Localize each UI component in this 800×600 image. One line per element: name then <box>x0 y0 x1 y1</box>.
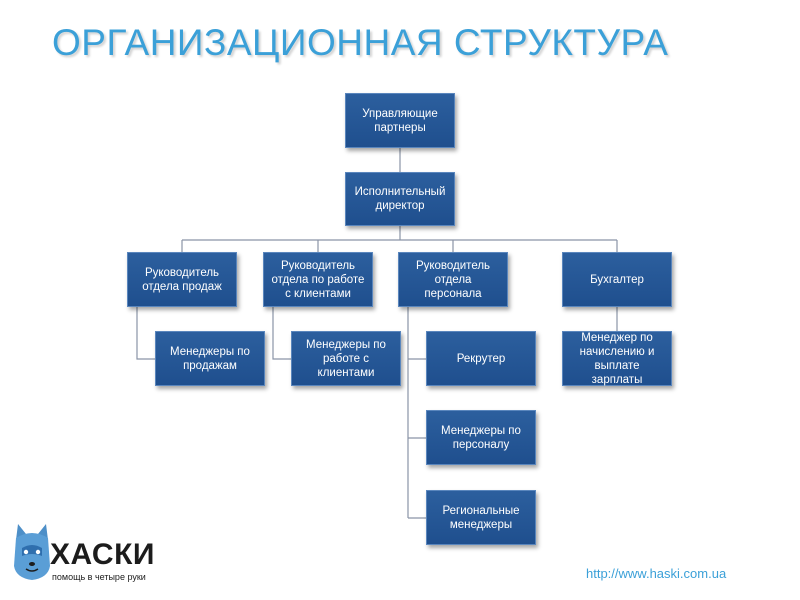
node-payroll-manager: Менеджер по начислению и выплате зарплат… <box>562 331 672 386</box>
node-accountant: Бухгалтер <box>562 252 672 307</box>
node-sales-head: Руководитель отдела продаж <box>127 252 237 307</box>
website-link[interactable]: http://www.haski.com.ua <box>586 566 727 581</box>
node-client-head: Руководитель отдела по работе с клиентам… <box>263 252 373 307</box>
connector-client-managers <box>272 307 291 360</box>
node-hr-managers: Менеджеры по персоналу <box>426 410 536 465</box>
page-title: ОРГАНИЗАЦИОННАЯ СТРУКТУРА <box>52 22 669 63</box>
husky-dog-icon <box>14 524 50 580</box>
node-executive-director: Исполнительный директор <box>345 172 455 226</box>
node-recruiter: Рекрутер <box>426 331 536 386</box>
node-client-managers: Менеджеры по работе с клиентами <box>291 331 401 386</box>
logo-name: ХАСКИ <box>50 538 155 571</box>
node-sales-managers: Менеджеры по продажам <box>155 331 265 386</box>
node-managing-partners: Управляющие партнеры <box>345 93 455 148</box>
logo-tagline: помощь в четыре руки <box>52 572 146 582</box>
node-regional-managers: Региональные менеджеры <box>426 490 536 545</box>
node-hr-head: Руководитель отдела персонала <box>398 252 508 307</box>
connector-sales-managers <box>136 307 155 360</box>
